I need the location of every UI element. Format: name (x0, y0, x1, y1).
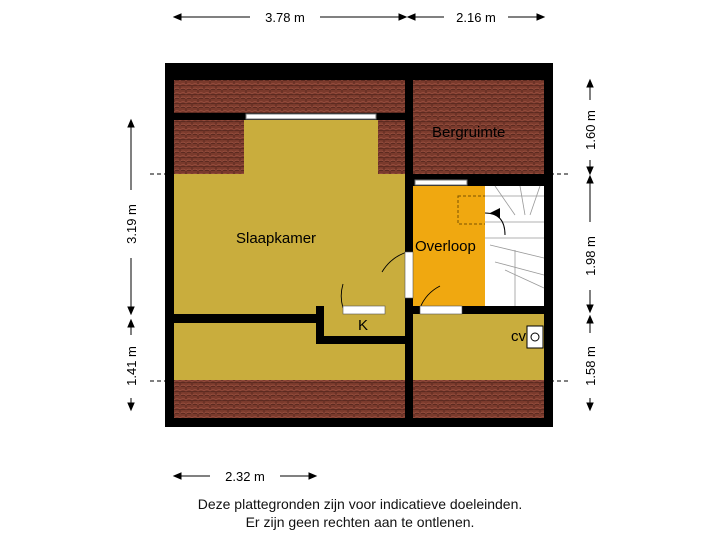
label-cv: cv (511, 328, 527, 345)
door-gap-k (342, 305, 386, 315)
window-overloop (414, 179, 468, 186)
roof-left-side (174, 120, 244, 174)
roof-bottom-left (174, 380, 405, 418)
dim-right-middle: 1.98 m (583, 236, 598, 276)
stair-treads (485, 185, 545, 306)
dimension-lines (127, 13, 594, 480)
room-slaapkamer (244, 120, 378, 174)
door-gap-overloop (419, 305, 463, 315)
disclaimer-line-1: Deze plattegronden zijn voor indicatieve… (197, 496, 523, 512)
label-overloop: Overloop (415, 238, 476, 255)
dim-right-bottom: 1.58 m (583, 346, 598, 386)
stair-arrowhead (490, 208, 500, 218)
door-gap-slaapkamer (404, 251, 414, 299)
room-slaapkamer-main (174, 174, 405, 314)
room-cv (413, 314, 544, 380)
disclaimer-line-2: Er zijn geen rechten aan te ontlenen. (245, 514, 475, 530)
label-slaapkamer: Slaapkamer (236, 230, 316, 247)
dim-left-top: 3.19 m (124, 204, 139, 244)
dim-left-bottom: 1.41 m (124, 346, 139, 386)
cv-unit (526, 325, 544, 349)
dim-top-left: 3.78 m (265, 10, 305, 25)
window-slaapkamer (245, 113, 377, 120)
dim-top-right: 2.16 m (456, 10, 496, 25)
dim-right-top: 1.60 m (583, 110, 598, 150)
stair-arrow (484, 212, 506, 236)
reference-ticks (150, 173, 570, 382)
roof-mid-side (378, 120, 405, 174)
roof-bottom-right (413, 380, 544, 418)
roof-top-left (174, 80, 405, 113)
room-k (324, 314, 405, 334)
room-overloop (413, 186, 485, 306)
label-k: K (358, 317, 368, 334)
roof-bergruimte (413, 80, 544, 174)
dim-bottom: 2.32 m (225, 469, 265, 484)
label-bergruimte: Bergruimte (432, 124, 505, 141)
cv-unit-dial (530, 332, 540, 342)
